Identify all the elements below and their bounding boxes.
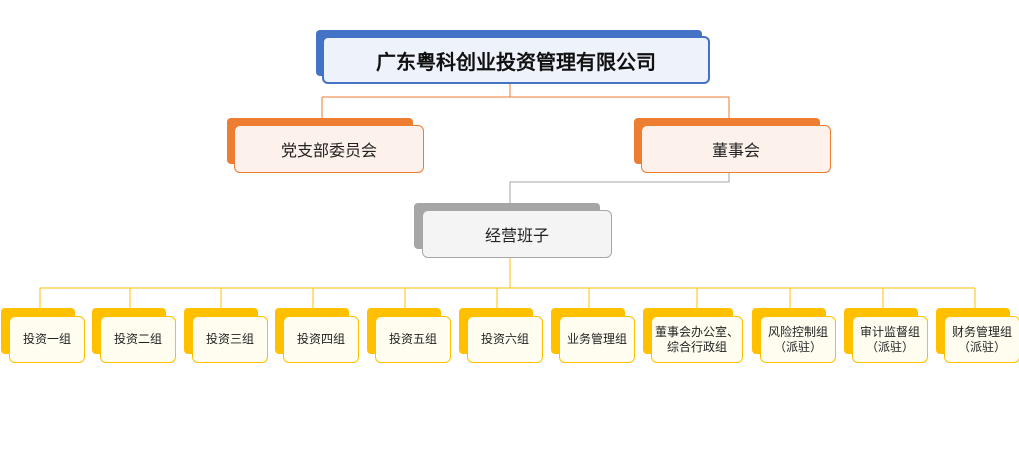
connector-root-to-level1 (321, 84, 730, 118)
department-label: 业务管理组 (559, 316, 635, 363)
department-label: 财务管理组 （派驻） (944, 316, 1019, 363)
party-committee-label: 党支部委员会 (234, 125, 424, 173)
department-label: 投资三组 (192, 316, 268, 363)
department-label: 风险控制组 （派驻） (760, 316, 836, 363)
board-label: 董事会 (641, 125, 831, 173)
department-label: 投资六组 (467, 316, 543, 363)
department-label: 投资五组 (375, 316, 451, 363)
department-label: 审计监督组 （派驻） (852, 316, 928, 363)
department-label: 投资一组 (9, 316, 85, 363)
management-label: 经营班子 (422, 210, 612, 258)
department-label: 投资四组 (283, 316, 359, 363)
department-label: 投资二组 (100, 316, 176, 363)
root-label: 广东粤科创业投资管理有限公司 (322, 36, 710, 84)
connector-board-to-management (509, 172, 730, 204)
connector-management-to-departments (39, 257, 976, 308)
department-label: 董事会办公室、 综合行政组 (651, 316, 743, 363)
